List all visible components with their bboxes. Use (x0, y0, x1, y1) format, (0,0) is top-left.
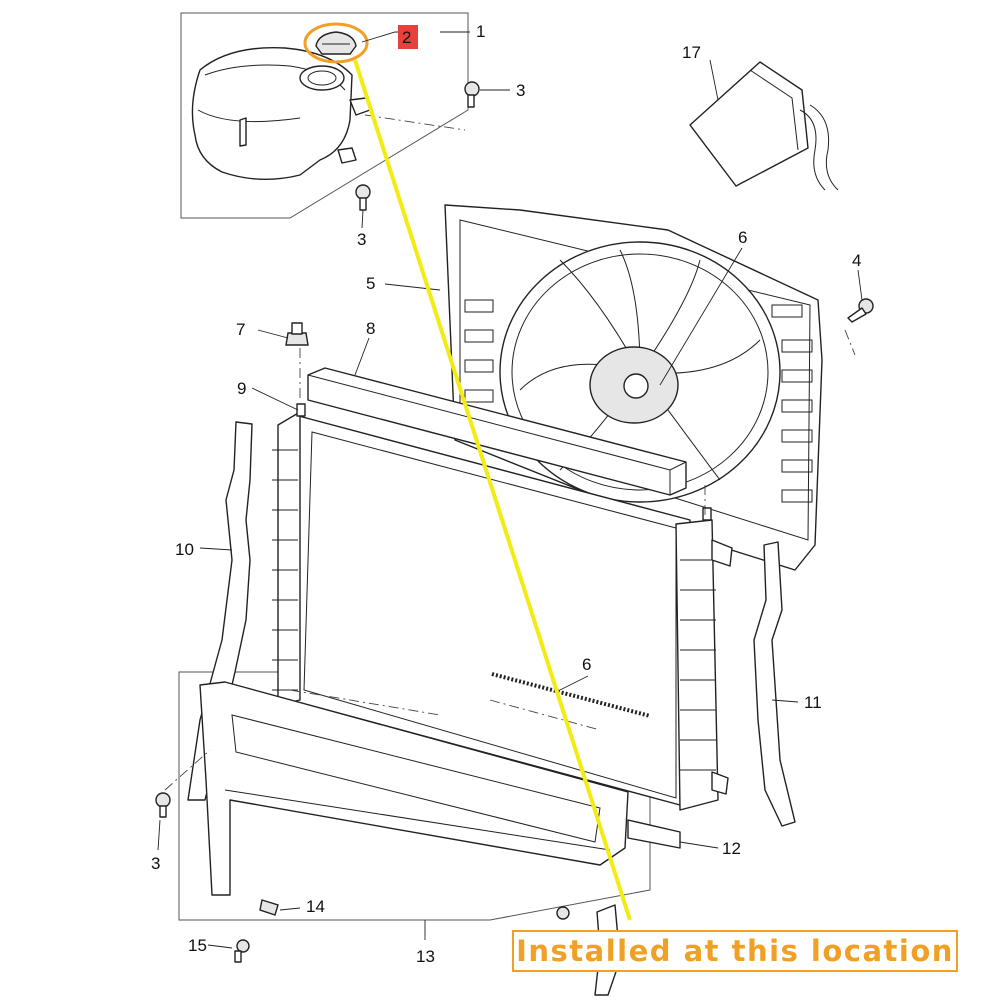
label-6-fan: 6 (738, 228, 747, 247)
bolt-upper-right (464, 81, 480, 108)
screw-15 (234, 939, 250, 963)
installed-location-callout: Installed at this location (512, 930, 958, 972)
bolt-right-upper (847, 298, 874, 323)
label-7: 7 (236, 320, 245, 339)
label-6-strip: 6 (582, 655, 591, 674)
label-10: 10 (175, 540, 194, 559)
rubber-mount (285, 322, 309, 346)
electronic-module (689, 61, 839, 191)
label-9: 9 (237, 379, 246, 398)
label-14: 14 (306, 897, 325, 916)
label-1: 1 (476, 22, 485, 41)
location-pointer-line (353, 59, 632, 921)
filler-cap (303, 22, 369, 64)
bolt-lower-left (155, 792, 171, 818)
label-2: 2 (402, 28, 411, 47)
label-8: 8 (366, 319, 375, 338)
radiator (272, 403, 733, 811)
part-numbers: 1 2 3 3 4 5 6 7 8 9 10 6 11 12 3 14 15 1… (151, 22, 861, 966)
label-13: 13 (416, 947, 435, 966)
bolt-upper-lower (355, 184, 371, 211)
label-17: 17 (682, 43, 701, 62)
label-15: 15 (188, 936, 207, 955)
label-12: 12 (722, 839, 741, 858)
label-3-mid: 3 (357, 230, 366, 249)
label-3-top: 3 (516, 81, 525, 100)
reservoir-group-box (180, 12, 469, 219)
fan-shroud-slots (464, 299, 813, 503)
radiator-tank-ribs (272, 449, 716, 771)
side-deflector-right (753, 541, 796, 827)
label-3-low: 3 (151, 854, 160, 873)
label-11: 11 (804, 693, 822, 712)
lower-air-deflector (199, 681, 629, 896)
foam-seal-upper (307, 367, 687, 496)
leader-lines (157, 31, 863, 949)
label-4: 4 (852, 251, 861, 270)
seal-strip-lower (491, 672, 651, 718)
label-5: 5 (366, 274, 375, 293)
coolant-reservoir (191, 46, 371, 181)
filler-cap-highlight-ring (303, 22, 369, 64)
part-2-highlight-box (398, 25, 418, 49)
assembly-lines (164, 114, 856, 791)
clip-14 (259, 899, 279, 916)
foam-seal-lower (627, 819, 681, 849)
